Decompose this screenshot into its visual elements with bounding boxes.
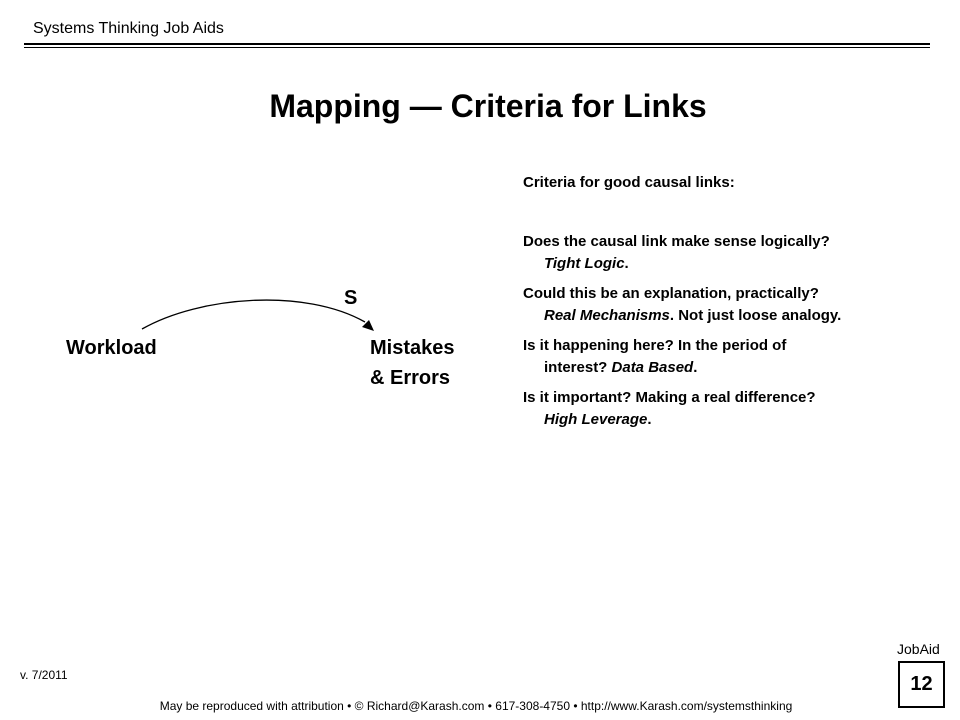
- criteria-detail-post: .: [624, 255, 629, 272]
- node-mistakes-line2: & Errors: [370, 367, 451, 389]
- criteria-item: Could this be an explanation, practicall…: [523, 283, 943, 327]
- version-label: v. 7/2011: [20, 668, 68, 682]
- criteria-panel: Criteria for good causal links: Does the…: [523, 172, 943, 439]
- criteria-question: Is it important? Making a real differenc…: [523, 389, 816, 406]
- criteria-detail-post: . Not just loose analogy.: [669, 307, 842, 324]
- node-workload: Workload: [66, 337, 157, 359]
- page-title: Mapping — Criteria for Links: [269, 88, 707, 124]
- causal-link-arrow: [141, 299, 366, 330]
- criteria-detail: Real Mechanisms. Not just loose analogy.: [523, 305, 943, 327]
- criteria-question: Could this be an explanation, practicall…: [523, 285, 819, 302]
- attribution-footer: May be reproduced with attribution • © R…: [159, 699, 793, 713]
- criteria-detail-emphasis: Data Based: [611, 359, 694, 376]
- causal-link-diagram: [141, 299, 374, 331]
- criteria-detail: Tight Logic.: [523, 253, 943, 275]
- node-mistakes-line1: Mistakes: [370, 337, 455, 359]
- criteria-question: Is it happening here? In the period of: [523, 337, 787, 354]
- criteria-detail-emphasis: Tight Logic: [544, 255, 625, 272]
- criteria-heading: Criteria for good causal links:: [523, 174, 735, 191]
- criteria-detail-emphasis: High Leverage: [544, 411, 648, 428]
- arrow-head-icon: [362, 320, 374, 331]
- node-mistakes-errors: Mistakes & Errors: [370, 333, 455, 393]
- polarity-label: S: [344, 287, 358, 309]
- criteria-detail-post: .: [693, 359, 698, 376]
- criteria-detail: interest? Data Based.: [523, 357, 943, 379]
- criteria-item: Is it important? Making a real differenc…: [523, 387, 943, 431]
- criteria-item: Does the causal link make sense logicall…: [523, 231, 943, 275]
- header-title: Systems Thinking Job Aids: [33, 20, 224, 37]
- header-rule-thin: [24, 47, 930, 48]
- criteria-detail-post: .: [647, 411, 652, 428]
- criteria-question: Does the causal link make sense logicall…: [523, 233, 830, 250]
- header-rule-thick: [24, 43, 930, 45]
- criteria-detail-pre: interest?: [544, 359, 612, 376]
- criteria-detail-emphasis: Real Mechanisms: [544, 307, 670, 324]
- jobaid-label: JobAid: [897, 641, 940, 657]
- criteria-detail: High Leverage.: [523, 409, 943, 431]
- criteria-item: Is it happening here? In the period of i…: [523, 335, 943, 379]
- page-number-box: 12: [898, 661, 945, 708]
